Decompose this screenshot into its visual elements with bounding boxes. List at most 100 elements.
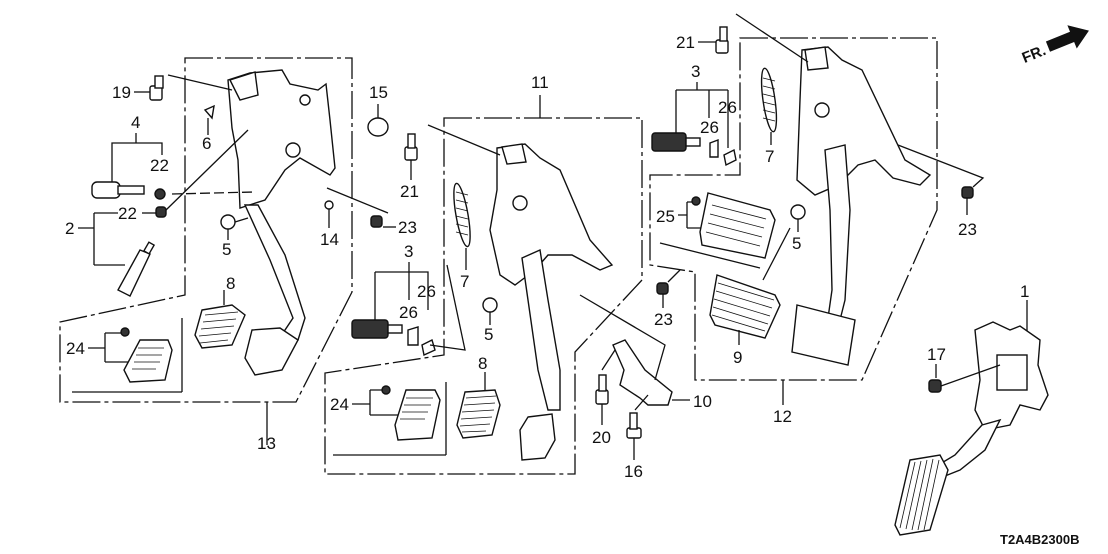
clip-26 [407,326,419,346]
callout-26[interactable]: 26 [718,98,737,117]
rubber-pad-pattern [711,282,775,332]
clip-26 [723,148,737,167]
clip-26 [421,339,436,357]
part-5 [482,297,498,313]
callout-23[interactable]: 23 [958,220,977,239]
part-5 [220,214,236,230]
callout-24[interactable]: 24 [66,339,85,358]
callout-4[interactable]: 4 [131,113,140,132]
callout-5[interactable]: 5 [222,240,231,259]
callout-6[interactable]: 6 [202,134,211,153]
diagram-code: T2A4B2300B [1000,532,1080,547]
brake-rubber-pad-9 [709,274,781,339]
callout-21[interactable]: 21 [400,182,419,201]
group-brake-pedal-at-12: 12 9 7 21 3 26 26 [649,13,985,426]
callout-14[interactable]: 14 [320,230,339,249]
callout-3[interactable]: 3 [404,242,413,261]
callout-11[interactable]: 11 [531,73,549,92]
brake-switch-3 [651,132,701,152]
clip-24 [120,327,130,337]
callout-10[interactable]: 10 [693,392,712,411]
group-24-box [72,318,183,393]
nut-23 [370,215,383,228]
callout-26[interactable]: 26 [399,303,418,322]
group-11-boundary [324,117,643,475]
brake-pedal-pad-at [791,304,856,366]
callout-15[interactable]: 15 [369,83,388,102]
clutch-pedal-arm [243,204,306,347]
callout-8[interactable]: 8 [478,354,487,373]
callout-20[interactable]: 20 [592,428,611,447]
clutch-switch-4 [91,181,145,199]
callout-26[interactable]: 26 [700,118,719,137]
bolt-21 [404,133,418,161]
callout-26[interactable]: 26 [417,282,436,301]
callout-5[interactable]: 5 [792,234,801,253]
clip-24 [381,385,391,395]
nut-23 [961,186,974,199]
bolt-21 [715,26,729,54]
bolt-20 [595,374,609,405]
callout-3[interactable]: 3 [691,62,700,81]
nut-22 [155,206,167,218]
bracket-hole [299,94,311,106]
callout-13[interactable]: 13 [257,434,276,453]
front-arrow-icon [1045,25,1089,52]
part-14 [324,200,334,210]
brake-switch-3 [351,319,403,339]
nut-22 [154,188,166,200]
callout-25[interactable]: 25 [656,207,675,226]
callout-8[interactable]: 8 [226,274,235,293]
pedal-pad-cover-24 [394,389,441,441]
bracket-10-group: 10 20 16 23 [579,269,712,481]
brake-bracket-top [804,46,829,71]
bracket-hole [285,142,301,158]
callout-1[interactable]: 1 [1020,282,1029,301]
part-6 [203,104,215,120]
clutch-bracket-top [229,71,259,101]
callout-19[interactable]: 19 [112,83,131,102]
brake-pedal-pad-mt [519,413,556,461]
return-spring-7 [453,182,471,248]
return-spring-7 [760,67,778,133]
pedal-pad-cover-25 [699,192,776,259]
callout-24[interactable]: 24 [330,395,349,414]
group-13-boundary [59,57,353,403]
group-12-boundary [649,37,938,381]
callout-12[interactable]: 12 [773,407,792,426]
bolt-16 [626,412,642,439]
group-24-box [333,382,447,456]
bolt-19 [149,75,164,101]
callout-16[interactable]: 16 [624,462,643,481]
clip-26 [709,138,719,158]
callout-22[interactable]: 22 [118,204,137,223]
callout-5[interactable]: 5 [484,325,493,344]
group-brake-pedal-mt-11: 11 8 7 21 15 [324,73,643,475]
callout-7[interactable]: 7 [765,147,774,166]
callout-2[interactable]: 2 [65,219,74,238]
callout-7[interactable]: 7 [460,272,469,291]
callout-22[interactable]: 22 [150,156,169,175]
callout-23[interactable]: 23 [398,218,417,237]
callout-23[interactable]: 23 [654,310,673,329]
part-5 [790,204,806,220]
pedal-rubber-pad [456,389,501,439]
nut-17 [928,379,942,393]
bracket-10 [612,339,673,406]
accelerator-sensor [996,354,1028,391]
clutch-switch-2 [117,241,156,297]
callout-9[interactable]: 9 [733,348,742,367]
rubber-pad-pattern [198,311,239,344]
group-clutch-pedal-13: 13 8 19 6 4 22 [59,57,353,453]
brake-bracket-mt [489,143,614,286]
pivot [814,102,830,118]
rubber-pad-pattern [459,395,497,433]
accelerator-pad [894,454,949,536]
accelerator-arm [928,418,1002,479]
part-15 [367,117,389,137]
callout-17[interactable]: 17 [927,345,946,364]
callout-21[interactable]: 21 [676,33,695,52]
brake-bracket-top [501,143,527,165]
brake-pedal-arm-mt [521,248,561,411]
